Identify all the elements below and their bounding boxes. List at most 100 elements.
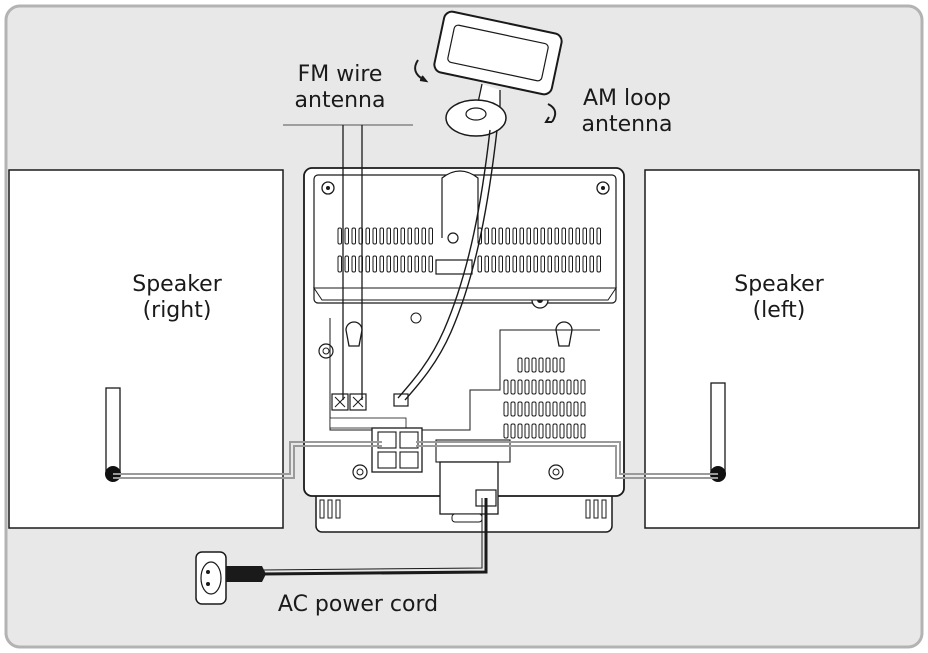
vent-slot (510, 401, 516, 417)
lower-slot-row-slot (386, 255, 391, 273)
vent-slot (580, 401, 586, 417)
am-loop-antenna (414, 10, 563, 137)
vent-slot (552, 357, 558, 373)
upper-slot-row-slot (589, 227, 594, 245)
vent-slot (545, 401, 551, 417)
vent-slot (545, 379, 551, 395)
upper-slot-row-slot (421, 227, 426, 245)
vent-slot (503, 423, 509, 439)
vent-slot (580, 423, 586, 439)
vent-slot (580, 379, 586, 395)
lower-slot-row-slot (372, 255, 377, 273)
vent-slot (538, 423, 544, 439)
speaker-left-terminal (710, 382, 726, 475)
upper-slot-row-slot (379, 227, 384, 245)
upper-slot-row-slot (512, 227, 517, 245)
vent-slot (503, 401, 509, 417)
lower-slot-row-slot (379, 255, 384, 273)
lower-slot-row-slot (540, 255, 545, 273)
speaker-left (644, 169, 920, 529)
upper-slot-row-slot (554, 227, 559, 245)
lower-slot-row-slot (582, 255, 587, 273)
lower-slot-row-slot (498, 255, 503, 273)
speaker-right-label: Speaker (right) (112, 272, 242, 324)
lower-slot-row-slot (596, 255, 601, 273)
ac-power-cord-label: AC power cord (277, 592, 439, 617)
am-loop-antenna-label: AM loop antenna (572, 86, 682, 138)
fm-label-line-2: antenna (294, 88, 386, 113)
vent-slot (573, 423, 579, 439)
vent-slot (559, 401, 565, 417)
upper-slot-row-slot (498, 227, 503, 245)
fm-wire-antenna (342, 125, 363, 400)
vent-slot (538, 357, 544, 373)
vent-slot (531, 423, 537, 439)
upper-slot-row-slot (386, 227, 391, 245)
lower-slot-row-slot (484, 255, 489, 273)
speaker-right-cable (113, 441, 382, 479)
upper-slot-row-slot (575, 227, 580, 245)
vent-slot (545, 423, 551, 439)
upper-slot-row-slot (561, 227, 566, 245)
speaker-left-label-line-2: (left) (752, 298, 806, 323)
upper-slot-row-slot (582, 227, 587, 245)
vent-slot (510, 423, 516, 439)
lower-slot-row-slot (589, 255, 594, 273)
upper-slot-row-slot (400, 227, 405, 245)
lower-slot-row-slot (491, 255, 496, 273)
vent-slot (517, 401, 523, 417)
upper-slot-row-slot (596, 227, 601, 245)
upper-slot-row-slot (540, 227, 545, 245)
vent-slot (517, 357, 523, 373)
am-antenna-cable (397, 129, 491, 399)
upper-slot-row-slot (491, 227, 496, 245)
vent-slot (566, 401, 572, 417)
vent-slot (573, 401, 579, 417)
lower-slot-row-slot (393, 255, 398, 273)
lower-slot-row-slot (568, 255, 573, 273)
vent-slot (559, 423, 565, 439)
vent-slot (524, 379, 530, 395)
speaker-right (8, 169, 284, 529)
upper-slot-row-slot (414, 227, 419, 245)
lower-slot-row-slot (351, 255, 356, 273)
vent-slot (559, 379, 565, 395)
lower-slot-row-slot (344, 255, 349, 273)
lower-slot-row-slot (512, 255, 517, 273)
lower-slot-row-slot (428, 255, 433, 273)
vent-slot (510, 379, 516, 395)
upper-slot-row-slot (526, 227, 531, 245)
vent-slot (524, 357, 530, 373)
speaker-left-label-line-1: Speaker (734, 272, 824, 297)
speaker-right-label-line-2: (right) (142, 298, 212, 323)
speaker-right-terminal (105, 387, 121, 475)
upper-slot-row-slot (344, 227, 349, 245)
vent-slot (545, 357, 551, 373)
lower-slot-row-slot (400, 255, 405, 273)
vent-slot (503, 379, 509, 395)
upper-slot-row-slot (407, 227, 412, 245)
speaker-right-label-line-1: Speaker (132, 272, 222, 297)
lower-slot-row-slot (414, 255, 419, 273)
lower-slot-row-slot (526, 255, 531, 273)
am-label-line-1: AM loop (582, 86, 672, 111)
ac-power-cord (212, 498, 488, 582)
vent-slot (573, 379, 579, 395)
vent-slot (538, 401, 544, 417)
lower-slot-row-slot (421, 255, 426, 273)
lower-slot-row-slot (407, 255, 412, 273)
fm-label-line-1: FM wire (297, 62, 383, 87)
upper-slot-row-slot (568, 227, 573, 245)
vent-slot (552, 423, 558, 439)
vent-slot (538, 379, 544, 395)
vent-slot (531, 401, 537, 417)
lower-slot-row-slot (554, 255, 559, 273)
upper-slot-row-slot (519, 227, 524, 245)
lower-slot-row-slot (505, 255, 510, 273)
upper-slot-row-slot (365, 227, 370, 245)
upper-slot-row-slot (484, 227, 489, 245)
upper-slot-row-slot (533, 227, 538, 245)
lower-slot-row-slot (337, 255, 342, 273)
